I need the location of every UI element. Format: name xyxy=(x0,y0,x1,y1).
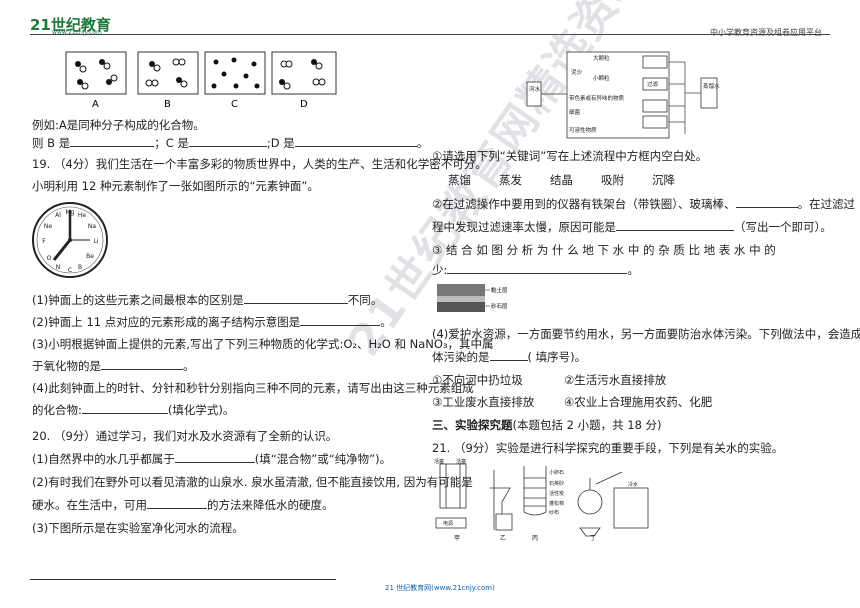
soil-layers-diagram: 黏土层 砂石层 xyxy=(437,284,508,312)
svg-text:F: F xyxy=(42,238,46,245)
question-18-answers: 则 B 是；C 是;D 是。 xyxy=(32,136,429,150)
svg-text:带色素或有异味的物质: 带色素或有异味的物质 xyxy=(569,94,625,102)
molecule-label: B xyxy=(164,99,171,110)
question-20-1: (1)自然界中的水几乎都属于(填“混合物”或“纯净物”)。 xyxy=(32,452,392,466)
molecule-diagrams: A B C D xyxy=(65,51,337,110)
svg-text:B: B xyxy=(78,264,82,271)
element-clock-diagram: Mg He Na Li Be B C N O F Ne Al xyxy=(32,202,108,278)
svg-text:可溶性物质: 可溶性物质 xyxy=(569,126,597,134)
molecule-label: A xyxy=(92,99,99,110)
svg-text:石英砂: 石英砂 xyxy=(549,480,564,487)
water-purification-flowchart: 河水 泥沙 大颗粒 小颗粒 带色素或有异味的物质 细菌 可溶性物质 过滤 蒸馏水 xyxy=(526,51,720,139)
question-19-stem: 19. （4分）我们生活在一个丰富多彩的物质世界中，人类的生产、生活和化学密不可… xyxy=(32,157,487,171)
question-20-3: (3)下图所示是在实验室净化河水的流程。 xyxy=(32,521,244,535)
svg-text:Be: Be xyxy=(86,253,94,260)
svg-text:细菌: 细菌 xyxy=(569,108,581,116)
svg-text:活塞: 活塞 xyxy=(456,458,466,465)
site-logo-url: www.21cnjy.com xyxy=(52,29,102,36)
question-4-answer: 体污染的是( 填序号)。 xyxy=(432,350,587,364)
section-heading: 三、实验探究题(本题包括 2 小题，共 18 分) xyxy=(432,418,662,432)
svg-text:蒸馏水: 蒸馏水 xyxy=(703,82,720,90)
svg-text:河水: 河水 xyxy=(529,85,541,93)
question-19-4: (4)此刻钟面上的时针、分针和秒针分别指向三种不同的元素，请写出由这三种元素组成 xyxy=(32,381,474,395)
svg-text:丁: 丁 xyxy=(590,535,596,542)
svg-text:冷水: 冷水 xyxy=(628,481,638,488)
svg-text:蓬松棉: 蓬松棉 xyxy=(549,500,564,507)
question-19-stem-2: 小明利用 12 种元素制作了一张如图所示的“元素钟面”。 xyxy=(32,179,319,193)
question-20-2: (2)有时我们在野外可以看见清澈的山泉水. 泉水虽清澈, 但不能直接饮用, 因为… xyxy=(32,475,473,489)
molecule-label: D xyxy=(300,99,308,110)
option-3: ③工业废水直接排放 xyxy=(432,395,535,409)
option-4: ④农业上合理施用农药、化肥 xyxy=(564,395,713,409)
question-4: (4)爱护水资源，一方面要节约用水，另一方面要防治水体污染。下列做法中，会造成水 xyxy=(432,327,860,341)
keyword-list: 蒸馏蒸发结晶吸附沉降 xyxy=(448,173,675,187)
molecule-label: C xyxy=(231,99,238,110)
svg-text:活塞: 活塞 xyxy=(434,458,444,465)
option-1: ①不向河中扔垃圾 xyxy=(432,373,523,387)
question-20-stem: 20. （9分）通过学习，我们对水及水资源有了全新的认识。 xyxy=(32,429,338,443)
svg-text:He: He xyxy=(78,212,87,219)
svg-text:Al: Al xyxy=(55,212,61,219)
svg-text:C: C xyxy=(68,267,72,274)
footer-rule xyxy=(30,579,336,580)
experiment-apparatus-diagram: 活塞 活塞 电源 小卵石 石英砂 活性炭 蓬松棉 纱布 冷水 甲 乙 丙 丁 xyxy=(434,458,649,542)
question-19-2: (2)钟面上 11 点对应的元素形成的离子结构示意图是。 xyxy=(32,315,392,329)
svg-text:O: O xyxy=(47,255,52,262)
question-21-stem: 21. （9分）实验是进行科学探究的重要手段，下列是有关水的实验。 xyxy=(432,441,784,455)
header-platform-text: 中小学教育资源及组卷应用平台 xyxy=(710,28,822,37)
svg-text:Ne: Ne xyxy=(44,223,52,230)
question-20-2-answer: 硬水。在生活中，可用的方法来降低水的硬度。 xyxy=(32,498,334,512)
svg-text:大颗粒: 大颗粒 xyxy=(593,54,610,62)
example-line: 例如:A是同种分子构成的化合物。 xyxy=(32,118,205,132)
svg-text:丙: 丙 xyxy=(532,535,538,542)
svg-text:黏土层: 黏土层 xyxy=(491,286,508,294)
svg-text:甲: 甲 xyxy=(454,535,460,542)
groundwater-question: ③ 结 合 如 图 分 析 为 什 么 地 下 水 中 的 杂 质 比 地 表 … xyxy=(432,243,776,257)
flow-instruction: ①请选用下列“关键词”写在上述流程中方框内空白处。 xyxy=(432,149,708,163)
svg-text:砂石层: 砂石层 xyxy=(491,302,508,310)
filter-question-2: 程中发现过滤速率太慢，原因可能是（写出一个即可）。 xyxy=(432,220,832,234)
filter-question: ②在过滤操作中要用到的仪器有铁架台（带铁圈）、玻璃棒、。在过滤过 xyxy=(432,197,856,211)
svg-text:活性炭: 活性炭 xyxy=(549,490,564,497)
question-19-4-answer: 的化合物:(填化学式)。 xyxy=(32,403,235,417)
svg-text:小卵石: 小卵石 xyxy=(549,469,564,476)
svg-text:小颗粒: 小颗粒 xyxy=(593,74,610,82)
header-rule xyxy=(30,34,830,35)
question-19-3: (3)小明根据钟面上提供的元素,写出了下列三种物质的化学式:O₂、H₂O 和 N… xyxy=(32,337,494,351)
svg-text:纱布: 纱布 xyxy=(549,509,559,516)
footer-text: 21 世纪教育网(www.21cnjy.com) xyxy=(385,584,495,592)
svg-text:电源: 电源 xyxy=(443,520,453,527)
question-19-3-answer: 于氧化物的是。 xyxy=(32,359,195,373)
svg-text:Li: Li xyxy=(93,238,98,245)
option-2: ②生活污水直接排放 xyxy=(564,373,667,387)
svg-text:泥沙: 泥沙 xyxy=(571,68,583,76)
site-logo: 21世纪教育 xyxy=(30,16,111,34)
svg-text:N: N xyxy=(56,264,61,271)
svg-text:过滤: 过滤 xyxy=(647,80,659,88)
question-19-1: (1)钟面上的这些元素之间最根本的区别是不同。 xyxy=(32,293,383,307)
svg-text:乙: 乙 xyxy=(500,535,506,542)
svg-text:Na: Na xyxy=(88,223,96,230)
groundwater-answer: 少:。 xyxy=(432,263,639,277)
